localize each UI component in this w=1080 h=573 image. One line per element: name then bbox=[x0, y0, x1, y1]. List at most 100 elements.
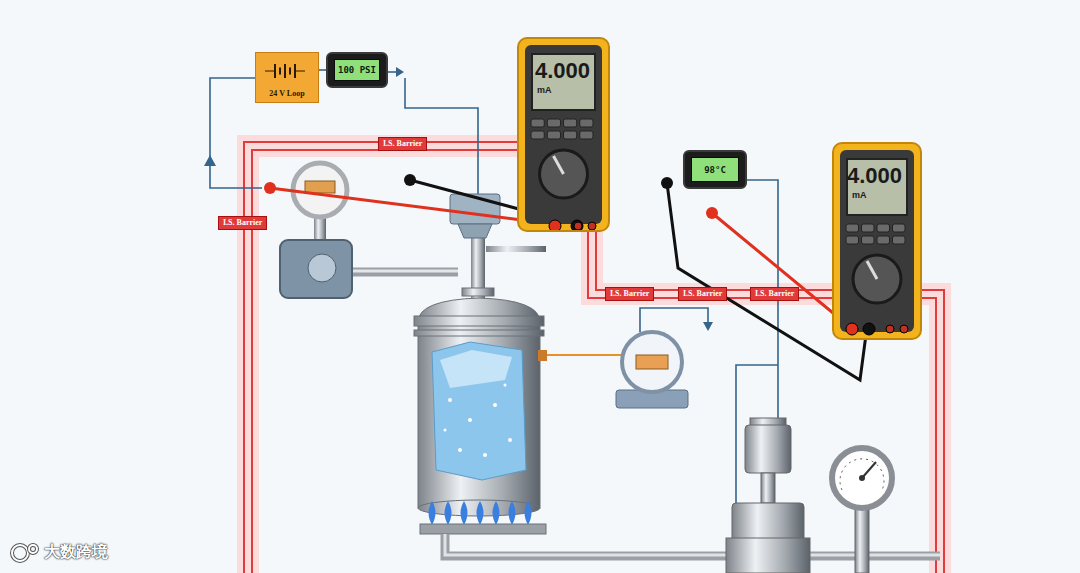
left-pressure-transmitter bbox=[280, 163, 458, 298]
gauge-stem bbox=[855, 505, 869, 573]
meter-button bbox=[564, 119, 577, 127]
meter-button bbox=[580, 119, 593, 127]
control-valve bbox=[726, 418, 810, 573]
process-pipe bbox=[352, 268, 458, 277]
bubbles bbox=[444, 384, 513, 458]
temperature-transmitter bbox=[547, 332, 688, 408]
battery-lead bbox=[265, 71, 275, 72]
barrier-tag: I.S. Barrier bbox=[750, 287, 799, 301]
meter-button bbox=[862, 224, 875, 232]
rotary-dial bbox=[853, 255, 901, 303]
barrier-tag: I.S. Barrier bbox=[218, 216, 267, 230]
lcd-screen: 4.000mA bbox=[846, 158, 908, 216]
gauge-dial bbox=[293, 163, 347, 217]
flame bbox=[445, 501, 452, 525]
transmitter-head bbox=[622, 332, 682, 392]
battery-box: 24 V Loop bbox=[255, 52, 319, 103]
vessel bbox=[414, 194, 547, 516]
input-jack bbox=[571, 220, 583, 230]
input-jack bbox=[900, 325, 908, 333]
battery-plate bbox=[289, 68, 291, 75]
icon-ring bbox=[12, 545, 28, 561]
icon-ring bbox=[12, 545, 28, 561]
meter-button bbox=[862, 236, 875, 244]
transmitter-body bbox=[280, 240, 352, 298]
icon-ring bbox=[29, 545, 37, 553]
side-pipe bbox=[486, 246, 546, 252]
flame bbox=[493, 501, 500, 525]
multimeter: 4.000mA bbox=[517, 37, 610, 232]
flame bbox=[525, 501, 532, 525]
flame bbox=[477, 501, 484, 525]
flame bbox=[429, 501, 436, 525]
meter-button bbox=[547, 119, 560, 127]
dial-pointer bbox=[554, 156, 564, 174]
red-lead bbox=[712, 213, 850, 327]
flange bbox=[462, 288, 494, 296]
reading-text: 4.000 bbox=[535, 57, 590, 85]
dial-pointer bbox=[867, 261, 877, 279]
wire-arrows bbox=[204, 67, 713, 331]
multimeter: 4.000mA bbox=[832, 142, 922, 340]
meter-button bbox=[564, 131, 577, 139]
bubble bbox=[483, 453, 487, 457]
reading-text: 24 V Loop bbox=[269, 89, 304, 98]
gauge-needle bbox=[862, 462, 876, 478]
unit-text: mA bbox=[537, 85, 552, 95]
lcd-screen: 98°C bbox=[691, 157, 739, 182]
watermark: 大数跨境 bbox=[44, 542, 108, 563]
transmitter-face bbox=[308, 254, 336, 282]
arrow-head bbox=[204, 155, 216, 166]
bubble bbox=[468, 418, 472, 422]
input-jack bbox=[588, 222, 596, 230]
unit-text: mA bbox=[852, 190, 867, 200]
signal-wiring bbox=[210, 72, 778, 503]
probe-tip bbox=[404, 174, 416, 186]
bubble bbox=[458, 448, 462, 452]
barrier-tag: I.S. Barrier bbox=[605, 287, 654, 301]
vessel-band bbox=[414, 330, 544, 336]
probe-tip bbox=[264, 182, 276, 194]
flame bbox=[461, 501, 468, 525]
valve-body bbox=[726, 538, 810, 573]
gauge-scale bbox=[840, 459, 884, 490]
bubble bbox=[444, 429, 447, 432]
battery-lead bbox=[295, 71, 305, 72]
input-jack bbox=[574, 222, 582, 230]
sensor-wire bbox=[547, 354, 622, 356]
lcd-screen: 4.000mA bbox=[531, 53, 596, 111]
process-pipe bbox=[352, 270, 458, 273]
meter-button bbox=[846, 224, 859, 232]
flame bbox=[509, 501, 516, 525]
arrow-head bbox=[703, 322, 713, 331]
gauge-display bbox=[305, 181, 335, 193]
bubble bbox=[508, 438, 512, 442]
pressure-display: 100 PSI bbox=[326, 52, 388, 88]
barrier-tag: I.S. Barrier bbox=[378, 137, 427, 151]
reading-text: 4.000 bbox=[847, 162, 902, 190]
vessel-band bbox=[414, 316, 544, 326]
meter-button bbox=[531, 119, 544, 127]
valve-actuator bbox=[745, 425, 791, 473]
water bbox=[440, 350, 512, 388]
battery-symbol bbox=[256, 55, 314, 83]
input-jack bbox=[863, 323, 875, 335]
valve-body bbox=[732, 503, 804, 543]
input-jack bbox=[886, 325, 894, 333]
probe-tip bbox=[706, 207, 718, 219]
input-jack bbox=[846, 323, 858, 335]
probe-tips bbox=[264, 174, 718, 219]
gauge-pivot bbox=[859, 475, 865, 481]
bubble bbox=[504, 384, 507, 387]
top-transmitter bbox=[458, 224, 492, 238]
meter-button bbox=[547, 131, 560, 139]
input-jack bbox=[549, 220, 561, 230]
loop-wire bbox=[388, 71, 397, 73]
transmitter-display bbox=[636, 355, 668, 369]
loop-wire bbox=[405, 78, 478, 194]
barrier-tag: I.S. Barrier bbox=[678, 287, 727, 301]
meter-button bbox=[531, 131, 544, 139]
probe-tip bbox=[661, 177, 673, 189]
wire-connector bbox=[319, 69, 326, 71]
